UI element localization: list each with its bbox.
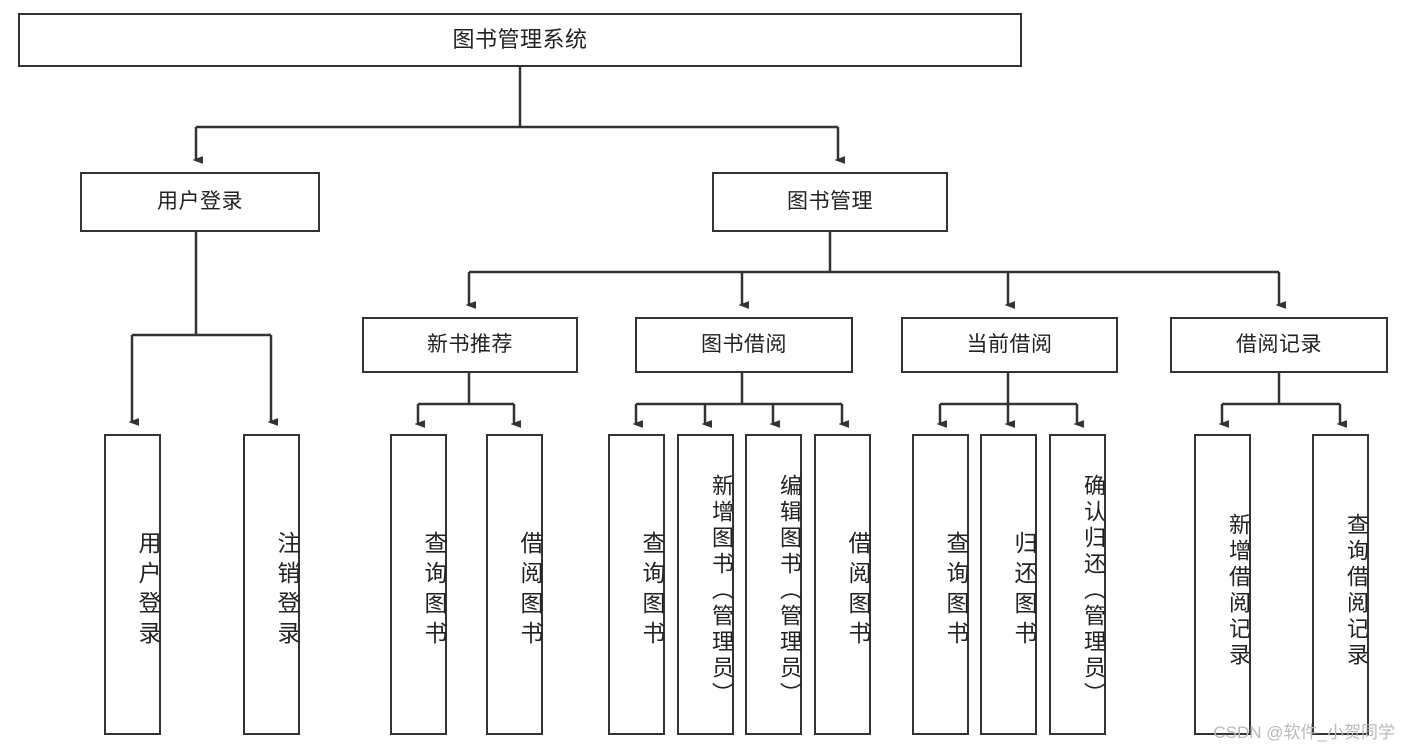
leaf-confirm-return-admin[interactable]: 确认归还（管理员） <box>1049 434 1106 735</box>
node-book-management[interactable]: 图书管理 <box>712 172 948 232</box>
leaf-edit-book-admin[interactable]: 编辑图书（管理员） <box>745 434 802 735</box>
node-label: 借阅图书 <box>845 530 871 651</box>
leaf-logout-login[interactable]: 注销登录 <box>243 434 300 735</box>
node-label: 查询图书 <box>639 530 665 651</box>
node-label: 图书管理系统 <box>452 27 588 53</box>
node-label: 注销登录 <box>274 530 300 651</box>
node-current-borrow[interactable]: 当前借阅 <box>901 317 1118 373</box>
node-label: 新增借阅记录 <box>1226 512 1251 669</box>
node-label: 借阅记录 <box>1236 332 1322 356</box>
leaf-borrow-book-recommend[interactable]: 借阅图书 <box>486 434 543 735</box>
leaf-query-book-recommend[interactable]: 查询图书 <box>390 434 447 735</box>
node-label: 归还图书 <box>1011 530 1037 651</box>
leaf-borrow-book[interactable]: 借阅图书 <box>814 434 871 735</box>
node-label: 确认归还（管理员） <box>1081 473 1106 708</box>
leaf-query-book-current[interactable]: 查询图书 <box>912 434 969 735</box>
node-label: 当前借阅 <box>966 332 1053 356</box>
node-label: 查询借阅记录 <box>1344 512 1369 669</box>
leaf-return-book[interactable]: 归还图书 <box>980 434 1037 735</box>
node-label: 新书推荐 <box>427 332 513 356</box>
node-user-login[interactable]: 用户登录 <box>80 172 320 232</box>
node-label: 图书借阅 <box>701 332 787 356</box>
node-label: 新增图书（管理员） <box>709 473 734 708</box>
leaf-user-login[interactable]: 用户登录 <box>104 434 161 735</box>
node-label: 借阅图书 <box>517 530 543 651</box>
node-book-borrow[interactable]: 图书借阅 <box>635 317 853 373</box>
csdn-watermark: CSDN @软件_小贺同学 <box>1213 723 1395 742</box>
node-borrow-record[interactable]: 借阅记录 <box>1170 317 1388 373</box>
node-label: 查询图书 <box>421 530 447 651</box>
node-label: 编辑图书（管理员） <box>777 473 802 708</box>
node-label: 用户登录 <box>157 189 243 213</box>
leaf-add-borrow-record[interactable]: 新增借阅记录 <box>1194 434 1251 735</box>
node-root-book-management-system[interactable]: 图书管理系统 <box>18 13 1022 67</box>
leaf-query-book-borrow[interactable]: 查询图书 <box>608 434 665 735</box>
node-label: 图书管理 <box>787 189 873 213</box>
leaf-add-book-admin[interactable]: 新增图书（管理员） <box>677 434 734 735</box>
node-new-book-recommend[interactable]: 新书推荐 <box>362 317 578 373</box>
leaf-query-borrow-record[interactable]: 查询借阅记录 <box>1312 434 1369 735</box>
node-label: 查询图书 <box>943 530 969 651</box>
node-label: 用户登录 <box>135 530 161 651</box>
